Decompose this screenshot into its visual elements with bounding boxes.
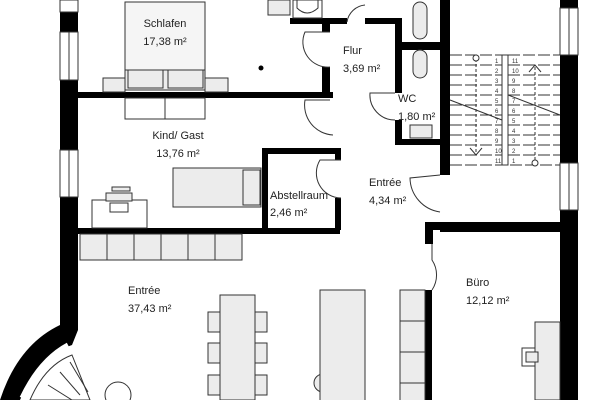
room-label-schlafen: Schlafen [143,18,187,30]
step-number: 3 [512,139,516,145]
kitchen-island-icon [313,289,366,400]
room-label-wc: WC [398,93,417,105]
step-number: 5 [512,119,516,125]
kitchen-cabinets [79,233,243,261]
room-area-buero: 12,12 m² [466,295,510,307]
step-number: 1 [495,59,499,65]
room-label-flur: Flur [343,45,362,57]
step-number: 10 [512,69,519,75]
windows [19,0,579,400]
bay-wall [0,325,78,400]
room-area-entree-small: 4,34 m² [369,195,407,207]
dining-table-icon [207,294,268,400]
doors [302,4,441,291]
room-label-abstellraum: Abstellraum [270,190,329,202]
bathroom-fixtures [267,0,433,139]
room-area-wc: 1,80 m² [398,111,436,123]
spiral-stair-icon [29,354,91,400]
step-number: 6 [512,109,516,115]
step-number: 9 [512,79,516,85]
step-number: 1 [512,159,516,165]
interior-walls [78,0,578,400]
step-number: 4 [495,89,499,95]
room-label-entree-large: Entrée [128,285,161,297]
staircase: 1 2 3 4 5 6 7 8 9 10 11 11 10 9 8 7 6 5 4 3 2 1 [449,54,561,167]
step-number: 8 [495,129,499,135]
step-number: 6 [495,109,499,115]
room-area-flur: 3,69 m² [343,63,381,75]
step-number: 2 [512,149,516,155]
toilet-icon [412,49,428,79]
bed-single-icon [172,167,262,208]
step-number: 3 [495,79,499,85]
room-label-buero: Büro [466,277,490,289]
step-number: 8 [512,89,516,95]
step-number: 7 [495,119,499,125]
cut-line [449,99,503,121]
step-number: 4 [512,129,516,135]
room-label-entree-small: Entrée [369,177,402,189]
step-number: 5 [495,99,499,105]
sink-icon [409,124,433,139]
bed-double-icon [102,1,229,93]
step-number: 7 [512,99,516,105]
plant-icon [104,381,132,400]
room-area-entree-large: 37,43 m² [128,303,172,315]
wardrobe-icon [124,97,206,120]
step-number: 11 [512,59,519,65]
cabinet-row-icon [399,289,426,400]
room-area-schlafen: 17,38 m² [143,36,187,48]
room-area-kind-gast: 13,76 m² [156,148,200,160]
room-label-kind-gast: Kind/ Gast [152,130,204,142]
step-number: 9 [495,139,499,145]
room-area-abstellraum: 2,46 m² [270,207,308,219]
step-number: 2 [495,69,499,75]
office-desk-icon [521,321,561,400]
cut-line [507,94,561,116]
ceiling-light-icon [258,65,264,71]
desk-icon [91,186,148,229]
bathtub-icon [412,1,428,40]
stair-stringer [501,54,509,166]
step-number: 11 [495,159,502,165]
step-number: 10 [495,149,502,155]
